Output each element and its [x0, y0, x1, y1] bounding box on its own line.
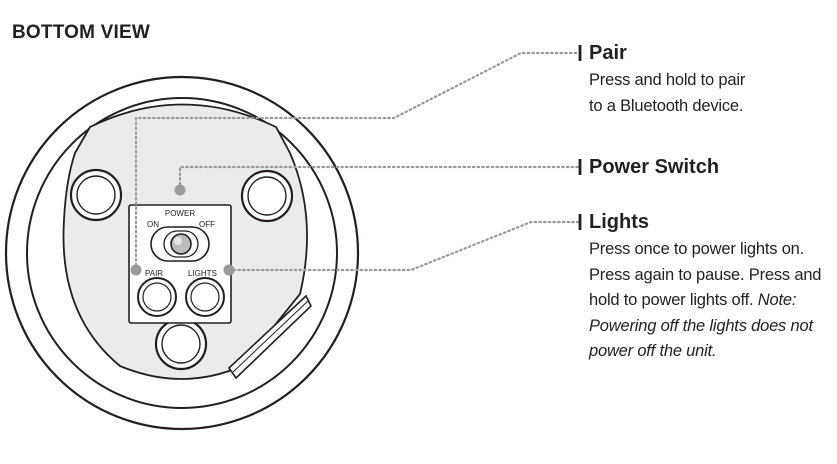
- off-label: OFF: [199, 220, 215, 229]
- rubber-foot-bottom: [154, 317, 208, 371]
- lights-description-line: Press again to pause. Press and: [589, 265, 822, 284]
- lights-description-line: hold to power lights off. Note:: [589, 288, 829, 314]
- power-label: POWER: [165, 209, 195, 218]
- lights-label: LIGHTS: [188, 269, 217, 278]
- on-label: ON: [147, 220, 159, 229]
- pair-description: Press and hold to pair to a Bluetooth de…: [589, 68, 829, 119]
- pair-title: Pair: [589, 42, 627, 64]
- lights-note-line: power off the unit.: [589, 342, 717, 360]
- lights-description-line: Press once to power lights on.: [589, 240, 805, 258]
- callout-lights: Lights Press once to power lights on. Pr…: [589, 210, 829, 365]
- power-switch-leader-dot: [174, 184, 186, 196]
- power-switch-title: Power Switch: [589, 156, 720, 178]
- pair-description-line: Press and hold to pair: [589, 71, 746, 89]
- callout-power-switch: Power Switch: [589, 155, 719, 179]
- lights-title: Lights: [589, 211, 649, 233]
- lights-note-line: Powering off the lights does not: [589, 316, 813, 335]
- rubber-foot-left: [69, 168, 123, 222]
- pair-description-line: to a Bluetooth device.: [589, 96, 744, 115]
- pair-button[interactable]: [137, 277, 177, 317]
- lights-leader-line: [227, 220, 581, 272]
- power-switch[interactable]: [150, 226, 210, 262]
- callout-pair: Pair Press and hold to pair to a Bluetoo…: [589, 41, 829, 119]
- pair-label: PAIR: [145, 269, 163, 278]
- page-title: BOTTOM VIEW: [12, 22, 151, 43]
- rubber-foot-right: [240, 169, 294, 223]
- battery-door-edge: [232, 299, 310, 373]
- lights-description-text: hold to power lights off.: [589, 291, 758, 309]
- pair-leader-line: [134, 51, 581, 272]
- lights-note-label: Note:: [757, 291, 797, 309]
- pair-leader-dot: [130, 264, 142, 276]
- lights-description: Press once to power lights on. Press aga…: [589, 237, 829, 365]
- lights-leader-dot: [223, 264, 235, 276]
- power-switch-leader-line: [178, 165, 581, 191]
- lights-button[interactable]: [185, 277, 225, 317]
